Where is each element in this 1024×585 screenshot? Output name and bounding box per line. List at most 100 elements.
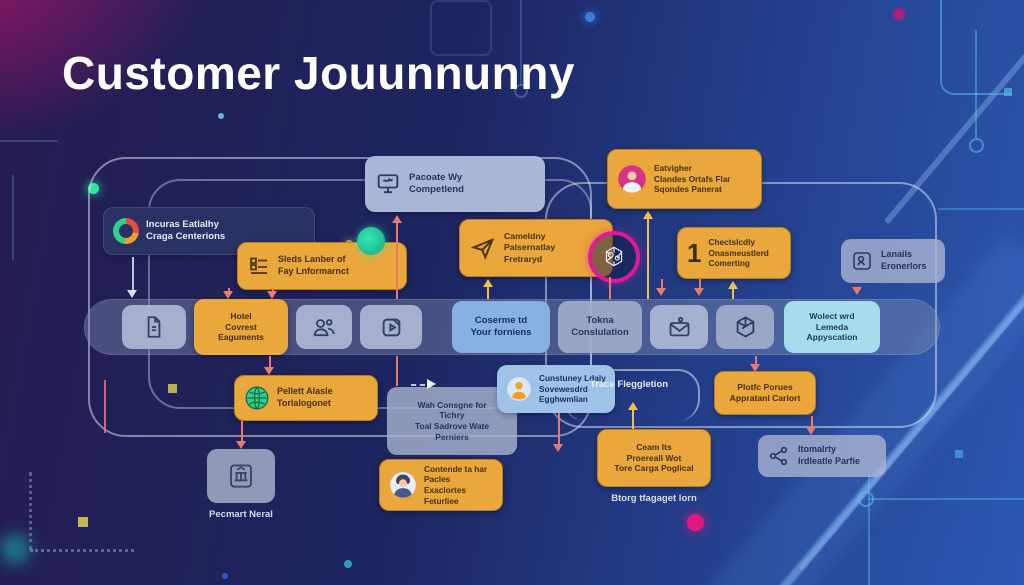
brand-circle-icon xyxy=(113,218,139,244)
node-lanails: Lanails Eronerlors xyxy=(841,239,945,283)
avatar-icon xyxy=(389,471,417,499)
circuit-node xyxy=(514,84,528,98)
share-icon xyxy=(767,444,791,468)
glow-dot-blue xyxy=(585,12,595,22)
dotted-line xyxy=(29,472,32,550)
box-person-icon xyxy=(850,249,874,273)
connector-line xyxy=(487,286,489,299)
glow-teal xyxy=(0,534,30,564)
node-contende: Contende ta har Pacles Exaclortes Feturl… xyxy=(379,459,503,511)
connector-line xyxy=(661,279,663,288)
node-label: Sleds Lanber of Fay Lnformarnct xyxy=(278,254,350,276)
connector-line xyxy=(396,222,398,299)
node-label: Contende ta har Pacles Exaclortes Feturl… xyxy=(424,463,488,506)
yellow-square xyxy=(78,517,88,527)
node-itomalrty: Itomalrty Irdleatle Parfie xyxy=(758,435,886,477)
band-tile-hotel: Hotel Covrest Eaguments xyxy=(194,299,288,355)
arrow-down xyxy=(852,287,862,295)
number-one: 1 xyxy=(687,238,702,268)
node-label: Wah Consgne for Tichry Toal Sadrove Wate… xyxy=(415,399,489,442)
dotted-line xyxy=(30,549,134,552)
circuit-trace xyxy=(520,0,522,86)
arrow-down xyxy=(694,288,704,296)
glow-dot-magenta xyxy=(893,8,905,20)
band-tile-document xyxy=(122,305,186,349)
band-tile-cube xyxy=(716,305,774,349)
monitor-icon xyxy=(374,170,402,198)
arrow-down xyxy=(553,444,563,452)
band-tile-label: Hotel Covrest Eaguments xyxy=(218,311,264,343)
band-tile-people xyxy=(296,305,352,349)
glow-dot-cyan xyxy=(218,113,224,119)
arrow-up xyxy=(392,215,402,223)
band-tile-label: Wolect wrd Lemeda Appyscation xyxy=(806,311,858,343)
arrow-down xyxy=(750,364,760,372)
circuit-trace xyxy=(0,140,58,142)
connector-line xyxy=(732,288,734,299)
arrow-right xyxy=(427,379,436,389)
connector-line xyxy=(269,356,271,368)
people-icon xyxy=(310,313,338,341)
node-label: Ceam lts Proereall Wot Tore Carga Poglic… xyxy=(614,441,694,474)
bank-icon xyxy=(226,461,256,491)
band-tile-mail xyxy=(650,305,708,349)
mail-icon xyxy=(666,314,693,341)
node-label: Lanails Eronerlors xyxy=(881,249,927,271)
node-pacoate: Pacoate Wy Competlend xyxy=(365,156,545,212)
band-tile-wolect: Wolect wrd Lemeda Appyscation xyxy=(784,301,880,353)
connector-line xyxy=(632,409,634,429)
doc-play-icon xyxy=(378,314,405,341)
list-icon xyxy=(247,254,271,278)
node-pellett: Pellett Alasle Torlalogonet xyxy=(234,375,378,421)
circuit-trace xyxy=(12,175,14,260)
connector-line xyxy=(132,257,134,293)
node-label: Itomalrty Irdleatle Parfie xyxy=(798,444,861,466)
globe-icon xyxy=(244,385,270,411)
node-label: Plotfc Porues Appratanl Carlort xyxy=(729,382,801,403)
circuit-node xyxy=(969,138,984,153)
circuit-trace xyxy=(430,0,492,56)
cyan-square xyxy=(955,450,963,458)
connector-line xyxy=(241,421,243,443)
network-icon xyxy=(588,231,640,283)
circuit-node xyxy=(858,491,874,507)
band-tile-coserme: Coserme td Your forniens xyxy=(452,301,550,353)
node-label: Chectslcdly Onasmeustlerd Comerting xyxy=(708,237,769,269)
node-pecmart-tile xyxy=(207,449,275,503)
arrow-down xyxy=(223,291,233,299)
caption-btorg: Btorg tfagaget lorn xyxy=(611,493,697,504)
arrow-down xyxy=(267,291,277,299)
connector-line xyxy=(755,356,757,366)
connector-line xyxy=(411,384,425,386)
connector-line xyxy=(104,380,106,433)
band-tile-tokna: Tokna Conslulation xyxy=(558,301,642,353)
arrow-down xyxy=(264,367,274,375)
node-one: 1 Chectslcdly Onasmeustlerd Comerting xyxy=(677,227,791,279)
arrow-down xyxy=(236,441,246,449)
arrow-up xyxy=(728,281,738,289)
teal-circle-icon xyxy=(357,227,385,255)
connector-line xyxy=(699,279,701,288)
flow-outline xyxy=(88,157,592,437)
circuit-trace xyxy=(975,30,977,138)
cube-icon xyxy=(732,314,759,341)
person-icon xyxy=(506,376,532,402)
send-icon xyxy=(469,234,497,262)
band-tile-label: Tokna Conslulation xyxy=(571,315,629,338)
node-label: Pacoate Wy Competlend xyxy=(409,171,464,195)
connector-line xyxy=(558,413,560,446)
node-eatvigher: Eatvigher Clandes Ortafs Flar Sqondes Pa… xyxy=(607,149,762,209)
connector-line xyxy=(396,356,398,386)
caption-pecmart: Pecmart Neral xyxy=(209,509,273,520)
circuit-trace xyxy=(868,498,1024,500)
glow-dot-cyan xyxy=(344,560,352,568)
node-label: Incuras Eatlalhy Craga Centerions xyxy=(146,218,226,242)
circuit-node xyxy=(1004,88,1012,96)
file-icon xyxy=(141,314,167,340)
arrow-up xyxy=(628,402,638,410)
node-cunstuney: Cunstuney Ldaly Sovewesdrd Egghwmlian xyxy=(497,365,615,413)
circuit-trace xyxy=(940,0,1012,95)
arrow-down xyxy=(127,290,137,298)
arrow-up xyxy=(483,279,493,287)
